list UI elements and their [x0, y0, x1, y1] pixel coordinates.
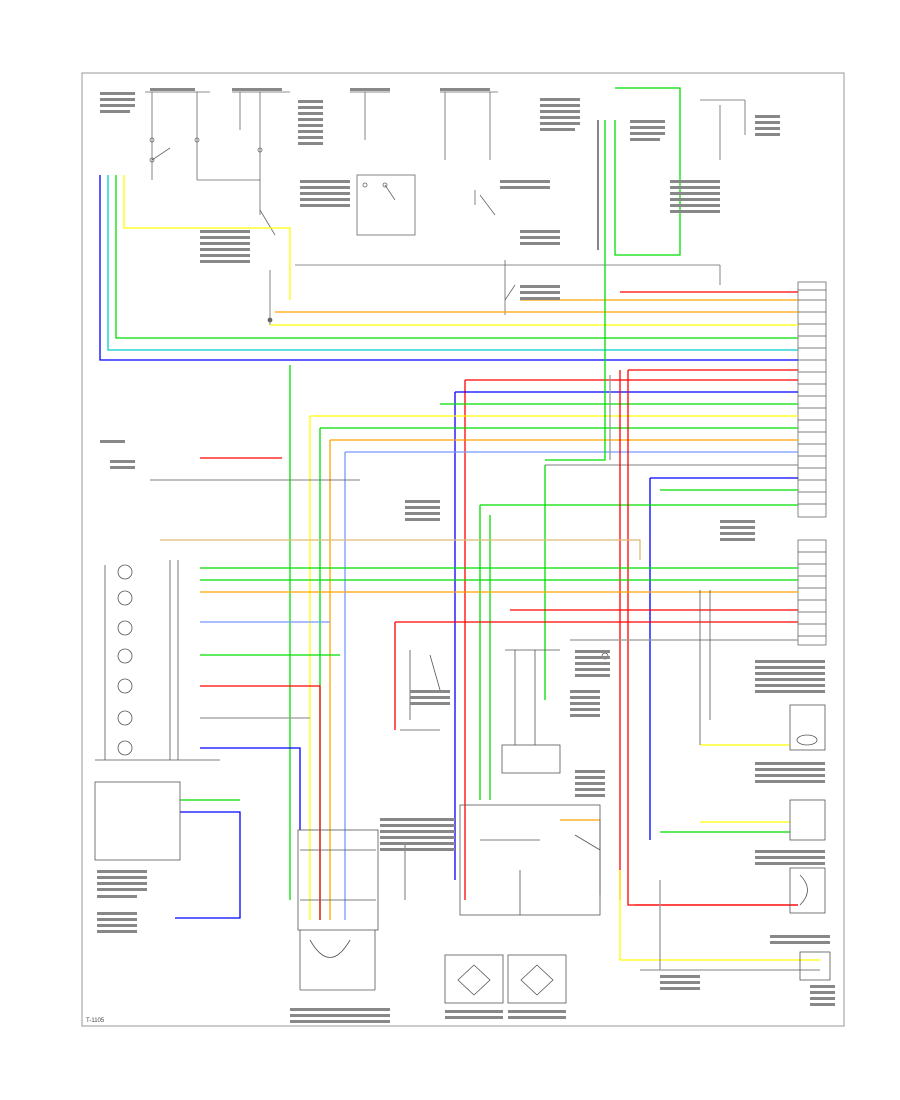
- top-switch-group: [145, 91, 746, 325]
- diagram-border: [81, 72, 845, 1027]
- diagram-code: T-1105: [86, 1018, 105, 1024]
- label-blocks: [97, 88, 835, 1023]
- colored-wires: [99, 87, 820, 971]
- left-sensor-stack: [94, 479, 360, 861]
- ecu-connector-bottom: [797, 539, 827, 646]
- ecu-connector-top: [797, 281, 827, 518]
- right-components: [699, 590, 831, 981]
